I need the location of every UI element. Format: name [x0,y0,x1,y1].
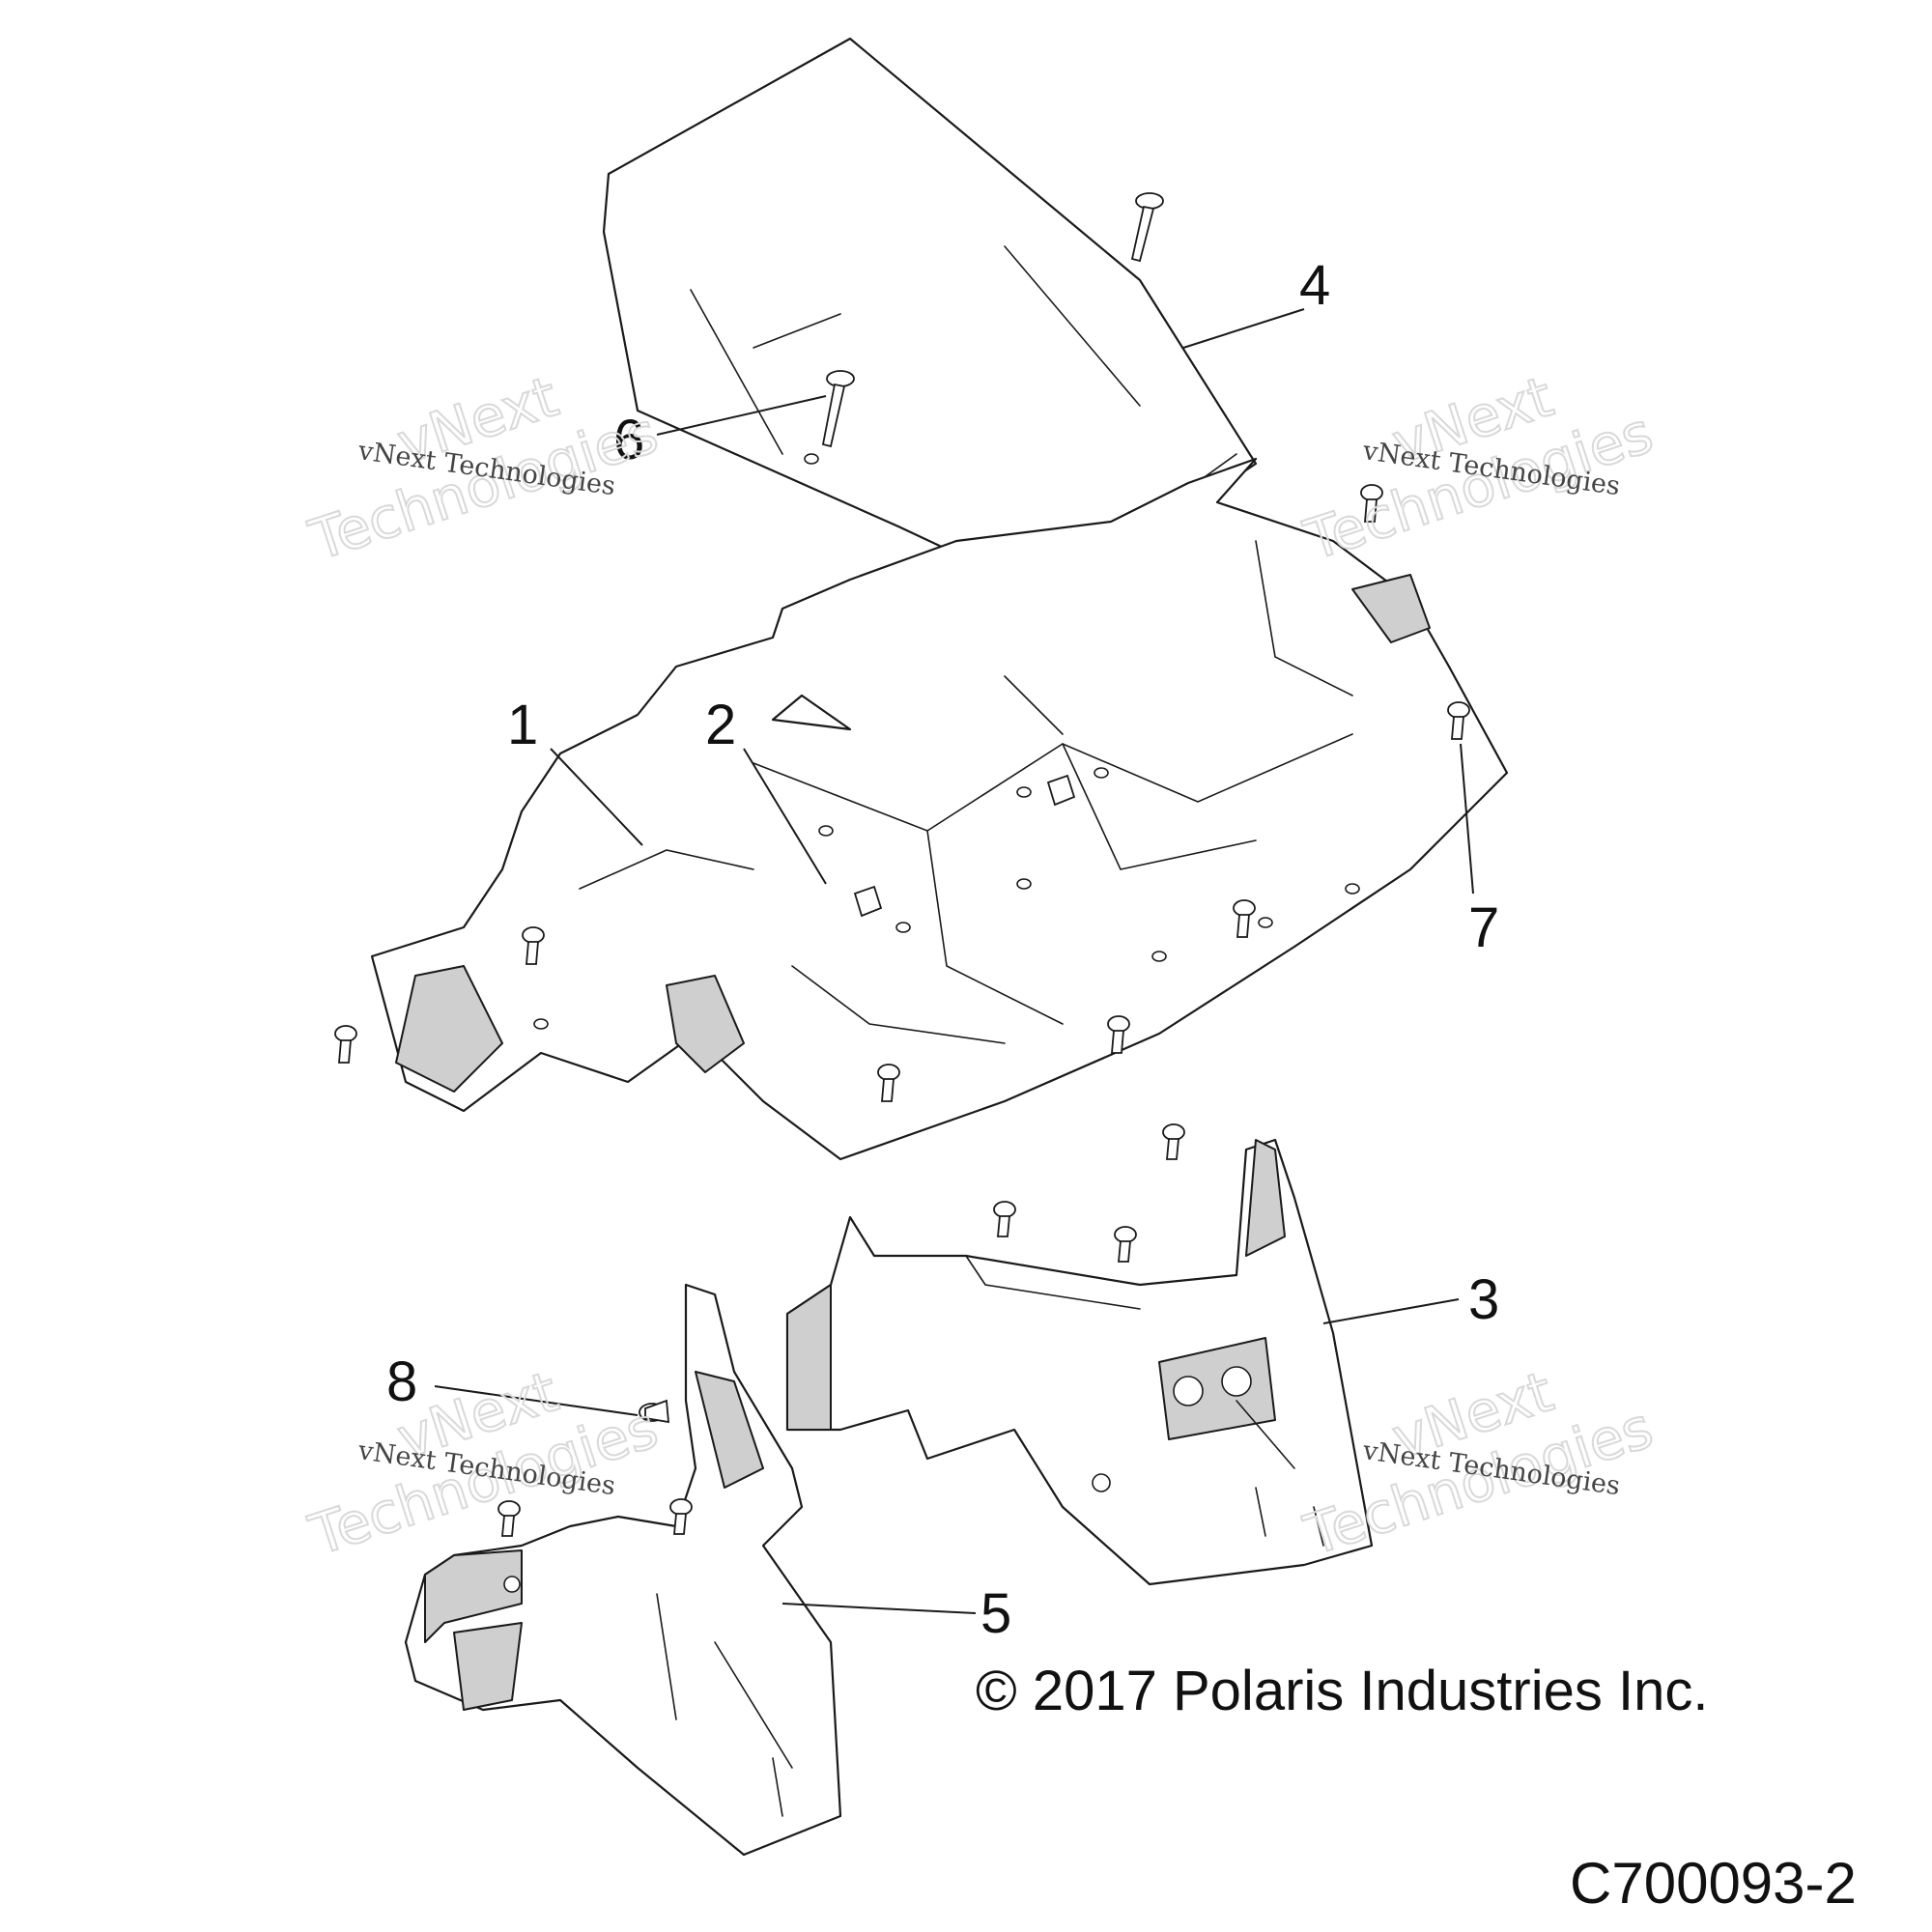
push-rivet-part-7 [1447,701,1470,740]
push-rivet [334,1025,357,1064]
callout-3: 3 [1468,1268,1499,1331]
push-rivet [877,1064,900,1102]
push-rivet [1360,484,1383,523]
callout-7: 7 [1468,896,1499,959]
callout-2: 2 [705,694,736,756]
copyright-notice: © 2017 Polaris Industries Inc. [976,1660,1708,1722]
callout-6: 6 [613,409,644,471]
clip-part-2 [853,774,1076,918]
windshield-screw [1130,192,1164,263]
callout-8: 8 [386,1350,417,1413]
leader-lines [434,308,1474,1614]
push-rivet [1114,1226,1137,1263]
push-rivet [669,1498,693,1535]
lower-panel-part-5 [404,1283,842,1857]
watermark-top-left: vNext Technologies vNext Technologies [300,362,666,574]
push-rivet [1107,1015,1130,1054]
dash-panel-part-1 [370,457,1509,1161]
push-rivet [1162,1123,1185,1160]
leader-7 [1460,743,1474,895]
leader-4 [1182,308,1305,349]
leader-6 [656,395,827,436]
callout-4: 4 [1299,254,1330,317]
leader-3 [1322,1298,1460,1324]
leader-1 [550,748,643,846]
watermark-top-right: vNext Technologies vNext Technologies [1295,362,1661,574]
leader-5 [781,1603,977,1614]
lower-panel-part-3 [785,1138,1374,1586]
push-rivet-part-8 [639,1399,670,1424]
push-rivet [522,926,545,965]
figure-id: C700093-2 [1570,1851,1857,1916]
push-rivet [993,1201,1016,1237]
push-rivet [1233,899,1256,938]
screw-part-6 [821,370,855,448]
callout-5: 5 [980,1582,1011,1645]
push-rivet [497,1500,521,1537]
callout-1: 1 [507,694,538,756]
leader-8 [434,1385,639,1416]
leader-2 [743,748,827,885]
